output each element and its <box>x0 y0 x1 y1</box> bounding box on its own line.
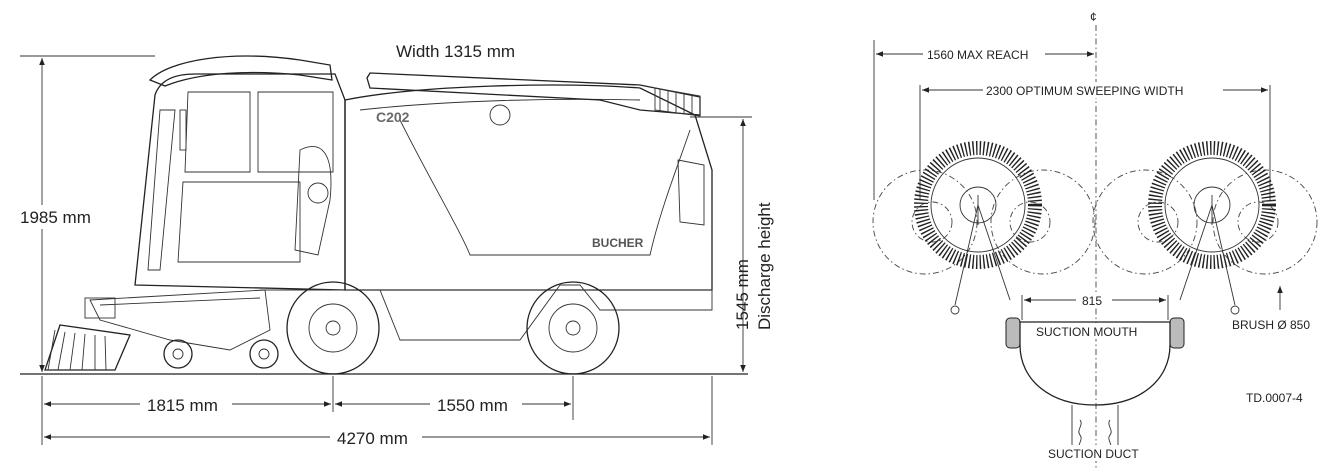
front-brush-assembly <box>44 289 279 371</box>
drawing-number: TD.0007-4 <box>1246 391 1303 405</box>
width-label: Width 1315 mm <box>396 42 515 61</box>
discharge-label: Discharge height <box>755 202 774 330</box>
discharge-height-dimension: 1545 mm Discharge height <box>690 116 774 372</box>
wheelbase-label: 1550 mm <box>437 396 508 415</box>
mouth-width-dimension: 815 <box>1021 292 1169 320</box>
length-dimensions: 1815 mm 1550 mm 4270 mm <box>41 376 713 448</box>
front-overhang-label: 1815 mm <box>147 396 218 415</box>
height-label: 1985 mm <box>20 208 91 227</box>
brush-diameter-callout: BRUSH Ø 850 <box>1232 286 1310 332</box>
length-label: 4270 mm <box>337 429 408 448</box>
max-reach-label: 1560 MAX REACH <box>927 48 1028 62</box>
right-brush <box>1148 141 1276 315</box>
top-view: ¢ 1560 MAX REACH 2300 OPTIMUM SWEEPING W… <box>872 10 1318 470</box>
sweeping-width-label: 2300 OPTIMUM SWEEPING WIDTH <box>986 84 1183 98</box>
height-dimension: 1985 mm <box>16 55 155 372</box>
suction-duct-label: SUCTION DUCT <box>1048 447 1139 461</box>
left-brush <box>914 141 1042 315</box>
max-reach-dimension: 1560 MAX REACH <box>873 40 1094 200</box>
brush-reach-circles <box>872 169 1318 275</box>
suction-mouth: SUCTION MOUTH <box>1005 317 1185 406</box>
centerline-symbol: ¢ <box>1090 10 1097 24</box>
side-view: 1985 mm Width 1315 mm 1545 mm Discharge … <box>16 42 774 448</box>
sweeping-width-dimension: 2300 OPTIMUM SWEEPING WIDTH <box>919 82 1271 200</box>
model-badge: C202 <box>376 109 410 125</box>
sweeper-illustration: C202 BUCHER <box>44 55 713 375</box>
brand-badge: BUCHER <box>592 236 644 250</box>
front-wheel <box>286 281 380 375</box>
suction-mouth-label: SUCTION MOUTH <box>1036 325 1137 339</box>
discharge-value: 1545 mm <box>733 259 752 330</box>
rear-wheel <box>526 281 620 375</box>
suction-duct: SUCTION DUCT <box>1045 405 1145 461</box>
mouth-width-label: 815 <box>1082 294 1102 308</box>
brush-diameter-label: BRUSH Ø 850 <box>1232 318 1310 332</box>
